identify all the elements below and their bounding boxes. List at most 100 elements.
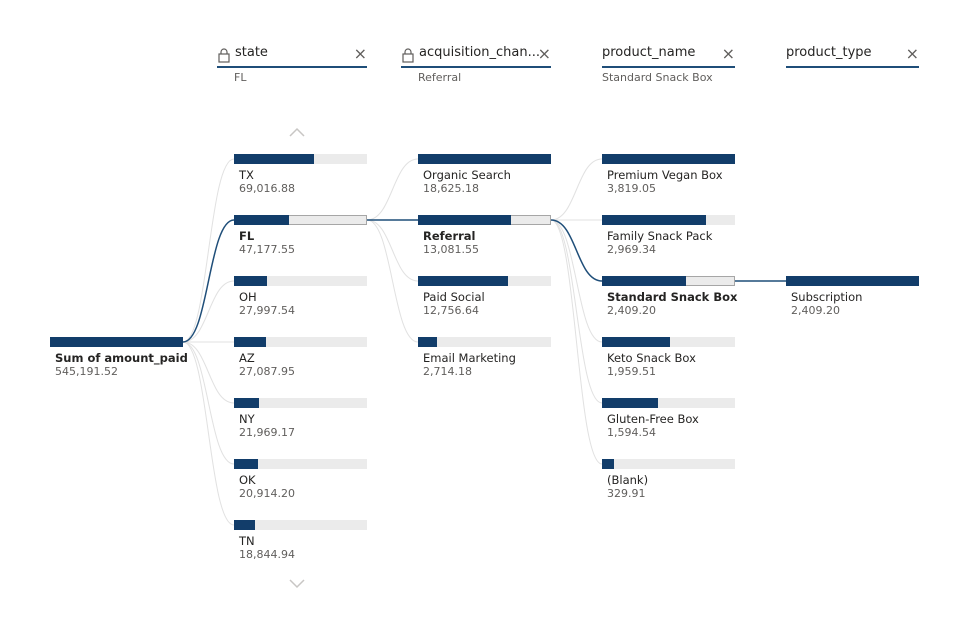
chevron-down-icon[interactable] — [288, 578, 306, 590]
acquisition-node-value: 13,081.55 — [423, 243, 479, 256]
link — [366, 158, 419, 221]
root-bar — [50, 337, 183, 347]
product-name-node-value: 2,969.34 — [607, 243, 656, 256]
root-node[interactable]: Sum of amount_paid 545,191.52 — [50, 337, 188, 381]
product-type-node-label: Subscription — [791, 290, 863, 304]
column-title-acquisition: acquisition_chan... — [419, 45, 540, 60]
acquisition-bar-track — [418, 337, 551, 347]
product-name-node-value: 329.91 — [607, 487, 646, 500]
state-bar-fill — [234, 215, 289, 225]
product-name-bar-track — [602, 398, 735, 408]
link — [550, 158, 603, 221]
state-bar-track — [234, 154, 367, 164]
state-node-value: 47,177.55 — [239, 243, 295, 256]
state-bar-track — [234, 276, 367, 286]
state-bar-track — [234, 337, 367, 347]
product-name-node-value: 1,959.51 — [607, 365, 656, 378]
column-title-product-type: product_type — [786, 45, 872, 60]
product-type-bar-fill — [786, 276, 919, 286]
state-node-label: OK — [239, 473, 256, 487]
state-bar-fill — [234, 398, 259, 408]
column-title-state: state — [235, 45, 268, 60]
product-name-bar-fill — [602, 337, 670, 347]
acquisition-node-label: Referral — [423, 229, 476, 243]
acquisition-node-label: Paid Social — [423, 290, 485, 304]
product-name-bar-fill — [602, 154, 735, 164]
column-title-product-name: product_name — [602, 45, 696, 60]
product-name-node-value: 2,409.20 — [607, 304, 656, 317]
link — [182, 341, 235, 465]
acquisition-bar-track — [418, 276, 551, 286]
state-bar-track — [234, 520, 367, 530]
column-header-product-type: product_type × — [786, 44, 919, 84]
link — [366, 219, 419, 282]
active-link — [550, 219, 603, 282]
close-icon[interactable]: × — [905, 44, 919, 63]
product-name-node-value: 3,819.05 — [607, 182, 656, 195]
close-icon[interactable]: × — [537, 44, 551, 63]
product-name-node-label: Family Snack Pack — [607, 229, 713, 243]
state-node-value: 27,087.95 — [239, 365, 295, 378]
state-node-value: 27,997.54 — [239, 304, 295, 317]
state-node-value: 21,969.17 — [239, 426, 295, 439]
close-icon[interactable]: × — [353, 44, 367, 63]
acquisition-node-value: 2,714.18 — [423, 365, 472, 378]
acquisition-node-label: Organic Search — [423, 168, 511, 182]
state-node-label: TX — [239, 168, 254, 182]
product-name-node-label: Premium Vegan Box — [607, 168, 723, 182]
lock-icon[interactable] — [401, 47, 415, 63]
product-type-node-value: 2,409.20 — [791, 304, 840, 317]
state-node-label: FL — [239, 229, 255, 243]
state-node-label: NY — [239, 412, 255, 426]
product-name-bar-track — [602, 459, 735, 469]
column-filter-state: FL — [234, 71, 247, 84]
product-name-bar-fill — [602, 215, 706, 225]
state-bar-track — [234, 459, 367, 469]
column-header-state: state × FL — [217, 44, 367, 84]
link — [182, 158, 235, 343]
product-name-bar-track — [602, 154, 735, 164]
state-bar-fill — [234, 337, 266, 347]
link — [366, 219, 419, 343]
link — [550, 219, 603, 343]
chevron-up-icon[interactable] — [288, 126, 306, 138]
state-bar-fill — [234, 459, 258, 469]
link — [182, 341, 235, 526]
product-name-bar-fill — [602, 398, 658, 408]
state-node-value: 18,844.94 — [239, 548, 295, 561]
product-name-node-label: Gluten-Free Box — [607, 412, 699, 426]
lock-icon[interactable] — [217, 47, 231, 63]
acquisition-node-value: 18,625.18 — [423, 182, 479, 195]
column-filter-acquisition: Referral — [418, 71, 462, 84]
link — [550, 219, 603, 465]
column-header-product-name: product_name × Standard Snack Box — [602, 44, 735, 84]
acquisition-bar-track — [418, 154, 551, 164]
acquisition-bar-track — [418, 215, 551, 225]
product-name-node-value: 1,594.54 — [607, 426, 656, 439]
product-name-bar-track — [602, 215, 735, 225]
column-header-acquisition: acquisition_chan... × Referral — [401, 44, 551, 84]
product-name-node-label: Keto Snack Box — [607, 351, 696, 365]
close-icon[interactable]: × — [721, 44, 735, 63]
product-name-node[interactable]: (Blank)329.91 — [602, 459, 735, 503]
root-label: Sum of amount_paid — [55, 351, 188, 365]
acquisition-bar-fill — [418, 215, 511, 225]
